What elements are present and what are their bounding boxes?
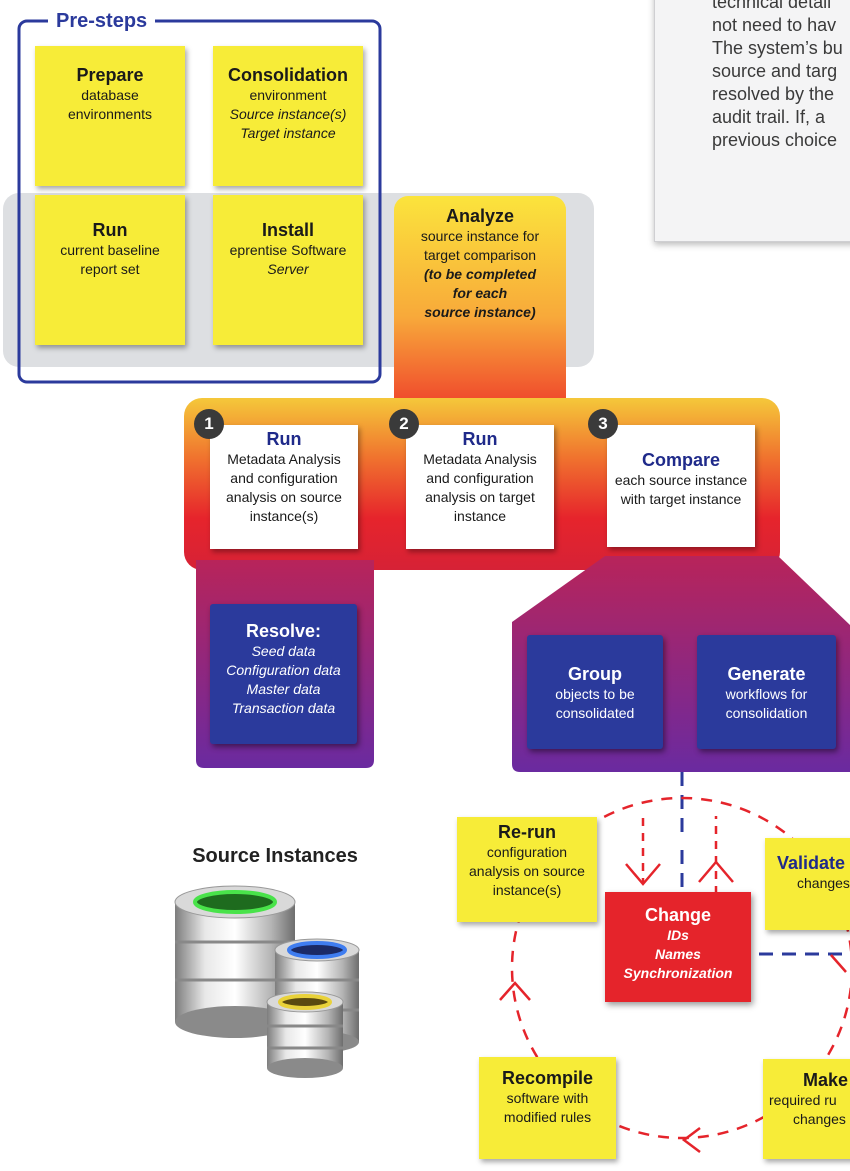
change-line: Names [655, 946, 701, 962]
rerun-arrow-icon [625, 863, 661, 886]
step-3-line: each source instance [614, 472, 748, 488]
step-2-line: and configuration [426, 470, 534, 486]
analyze-line: (to be completed [423, 266, 536, 282]
resolve-line: Seed data [251, 643, 316, 659]
step-1-badge: 1 [194, 409, 224, 439]
prepare-title: Prepare [76, 65, 144, 85]
cycle-down-arrow-icon [830, 954, 847, 973]
presteps-label: Pre-steps [48, 8, 156, 34]
cycle-circle [510, 796, 850, 1140]
analyze-line: source instance for [420, 228, 540, 244]
consolidation-note: Consolidation environment Source instanc… [213, 46, 363, 186]
cycle-up-arrow-icon [499, 981, 531, 1001]
step-1-title: Run [266, 429, 302, 449]
info-line: not need to hav [712, 15, 837, 35]
run-baseline-line: current baseline [60, 242, 160, 258]
generate-line: consolidation [725, 705, 808, 721]
step-1-card: Run Metadata Analysis and configuration … [210, 425, 358, 549]
group-title: Group [568, 664, 622, 684]
info-box: technical detail not need to hav The sys… [654, 0, 850, 242]
make-line: changes [793, 1111, 846, 1127]
analyze-title: Analyze [445, 206, 515, 226]
info-line: source and targ [712, 61, 838, 81]
change-card: Change IDs Names Synchronization [605, 892, 751, 1002]
install-note: Install eprentise Software Server [213, 195, 363, 345]
info-line: resolved by the [712, 84, 835, 104]
analyze-line: for each [452, 285, 508, 301]
install-line: eprentise Software [229, 242, 347, 258]
run-baseline-line: report set [80, 261, 140, 277]
step-1-line: instance(s) [249, 508, 319, 524]
generate-card: Generate workflows for consolidation [697, 635, 836, 749]
presteps-frame [17, 19, 382, 384]
prepare-note: Prepare database environments [35, 46, 185, 186]
make-line: required ru [769, 1092, 837, 1108]
recompile-title: Recompile [501, 1068, 594, 1088]
analyze-column [394, 196, 566, 416]
consolidation-title: Consolidation [228, 65, 348, 85]
step-2-line: analysis on target [425, 489, 535, 505]
info-line: previous choice [712, 130, 838, 150]
step-2-line: Metadata Analysis [423, 451, 537, 467]
run-baseline-note: Run current baseline report set [35, 195, 185, 345]
resolve-line: Transaction data [231, 700, 336, 716]
step-1-line: and configuration [230, 470, 338, 486]
analyze-line: source instance) [424, 304, 536, 320]
cycle-left-arrow-icon [681, 1127, 701, 1153]
analyze-line: target comparison [423, 247, 537, 263]
step-2-badge: 2 [389, 409, 419, 439]
consolidation-line: environment [249, 87, 327, 103]
consolidation-line: Target instance [240, 125, 336, 141]
make-title: Make [803, 1070, 849, 1090]
install-line: Server [267, 261, 309, 277]
step-2-line: instance [453, 508, 507, 524]
step-3-title: Compare [641, 450, 721, 470]
rerun-title: Re-run [498, 822, 556, 842]
info-line: The system’s bu [712, 38, 843, 58]
step-3-card: Compare each source instance with target… [607, 425, 755, 547]
group-card: Group objects to be consolidated [527, 635, 663, 749]
consolidation-line: Source instance(s) [229, 106, 347, 122]
resolve-card: Resolve: Seed data Configuration data Ma… [210, 604, 357, 744]
info-line: audit trail. If, a [712, 107, 826, 127]
group-line: consolidated [555, 705, 635, 721]
analyze-step: Analyze source instance for target compa… [394, 205, 566, 322]
recompile-line: software with [506, 1090, 589, 1106]
resolve-line: Configuration data [226, 662, 341, 678]
step-1-line: Metadata Analysis [227, 451, 341, 467]
rerun-line: analysis on source [469, 863, 585, 879]
step-2-title: Run [462, 429, 498, 449]
validate-line: changes [797, 875, 850, 891]
step-3-line: with target instance [620, 491, 742, 507]
step-1-line: analysis on source [226, 489, 342, 505]
rerun-line: configuration [486, 844, 568, 860]
group-line: objects to be [555, 686, 635, 702]
database-small-icon [266, 991, 344, 1078]
generate-title: Generate [727, 664, 806, 684]
validate-arrow-icon [698, 860, 734, 883]
change-line: Synchronization [623, 965, 733, 981]
resolve-line: Master data [246, 681, 321, 697]
recompile-line: modified rules [503, 1109, 592, 1125]
prepare-line: environments [67, 106, 153, 122]
recompile-note: Recompile software with modified rules [479, 1057, 616, 1159]
make-note: Make required ru changes [763, 1059, 850, 1159]
change-title: Change [644, 905, 711, 925]
database-stack-icon [174, 885, 360, 1078]
rerun-note: Re-run configuration analysis on source … [457, 817, 597, 922]
install-title: Install [261, 220, 314, 240]
generate-line: workflows for [725, 686, 808, 702]
validate-note: Validate changes [765, 838, 850, 930]
info-line: technical detail [712, 0, 832, 12]
prepare-line: database [81, 87, 139, 103]
step-2-card: Run Metadata Analysis and configuration … [406, 425, 554, 549]
resolve-title: Resolve: [245, 621, 322, 641]
validate-title: Validate [777, 853, 846, 873]
step-3-badge: 3 [588, 409, 618, 439]
source-instances-label: Source Instances [192, 845, 358, 867]
run-baseline-title: Run [92, 220, 128, 240]
change-line: IDs [667, 927, 689, 943]
rerun-line: instance(s) [492, 882, 562, 898]
